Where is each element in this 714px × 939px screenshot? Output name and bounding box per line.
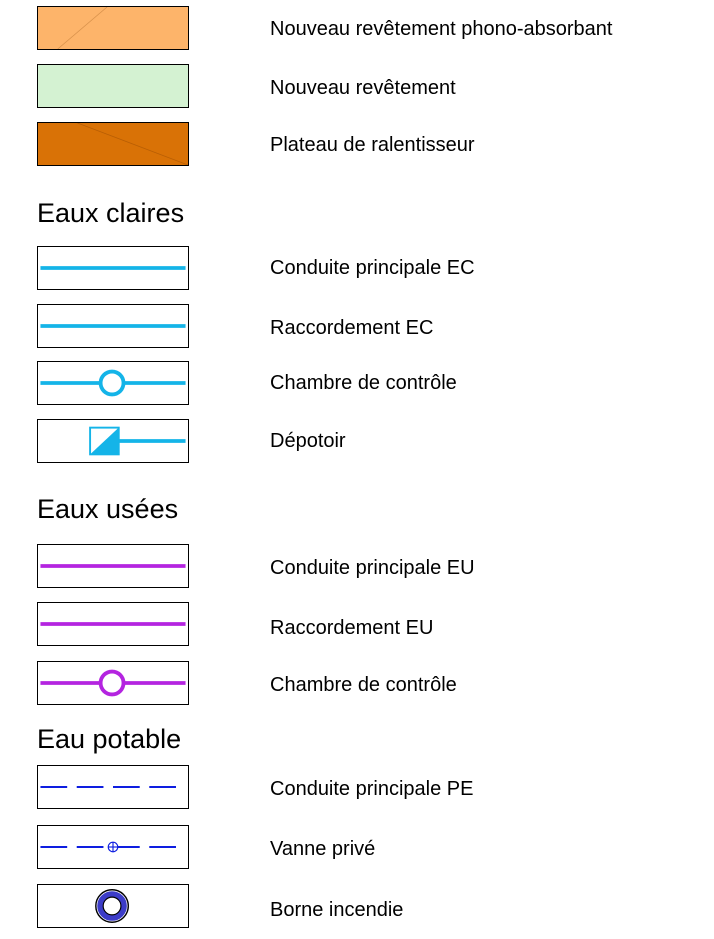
chambre-eu-symbol (37, 661, 189, 705)
eau-potable-heading: Eau potable (37, 724, 182, 754)
depotoir-label: Dépotoir (270, 430, 346, 452)
eaux-claires-heading: Eaux claires (37, 198, 185, 228)
eaux-usees-heading: Eaux usées (37, 494, 179, 524)
raccordement-eu-label: Raccordement EU (270, 617, 434, 639)
chambre-ec-symbol (37, 361, 189, 405)
phono-absorbant-swatch (37, 6, 189, 50)
phono-absorbant-label: Nouveau revêtement phono-absorbant (270, 18, 613, 40)
revetement-swatch (37, 64, 189, 108)
raccordement-eu-symbol (37, 602, 189, 646)
depotoir-symbol (37, 419, 189, 463)
borne-incendie-symbol (37, 884, 189, 928)
conduite-pe-label: Conduite principale PE (270, 778, 474, 800)
plateau-swatch (37, 122, 189, 166)
vanne-prive-symbol (37, 825, 189, 869)
conduite-ec-label: Conduite principale EC (270, 257, 475, 279)
raccordement-ec-symbol (37, 304, 189, 348)
chambre-eu-label: Chambre de contrôle (270, 674, 457, 696)
vanne-prive-label: Vanne privé (270, 838, 376, 860)
plateau-label: Plateau de ralentisseur (270, 134, 475, 156)
borne-incendie-label: Borne incendie (270, 899, 404, 921)
conduite-eu-label: Conduite principale EU (270, 557, 475, 579)
revetement-label: Nouveau revêtement (270, 77, 456, 99)
raccordement-ec-label: Raccordement EC (270, 317, 434, 339)
conduite-ec-symbol (37, 246, 189, 290)
conduite-eu-symbol (37, 544, 189, 588)
conduite-pe-symbol (37, 765, 189, 809)
chambre-ec-label: Chambre de contrôle (270, 372, 457, 394)
